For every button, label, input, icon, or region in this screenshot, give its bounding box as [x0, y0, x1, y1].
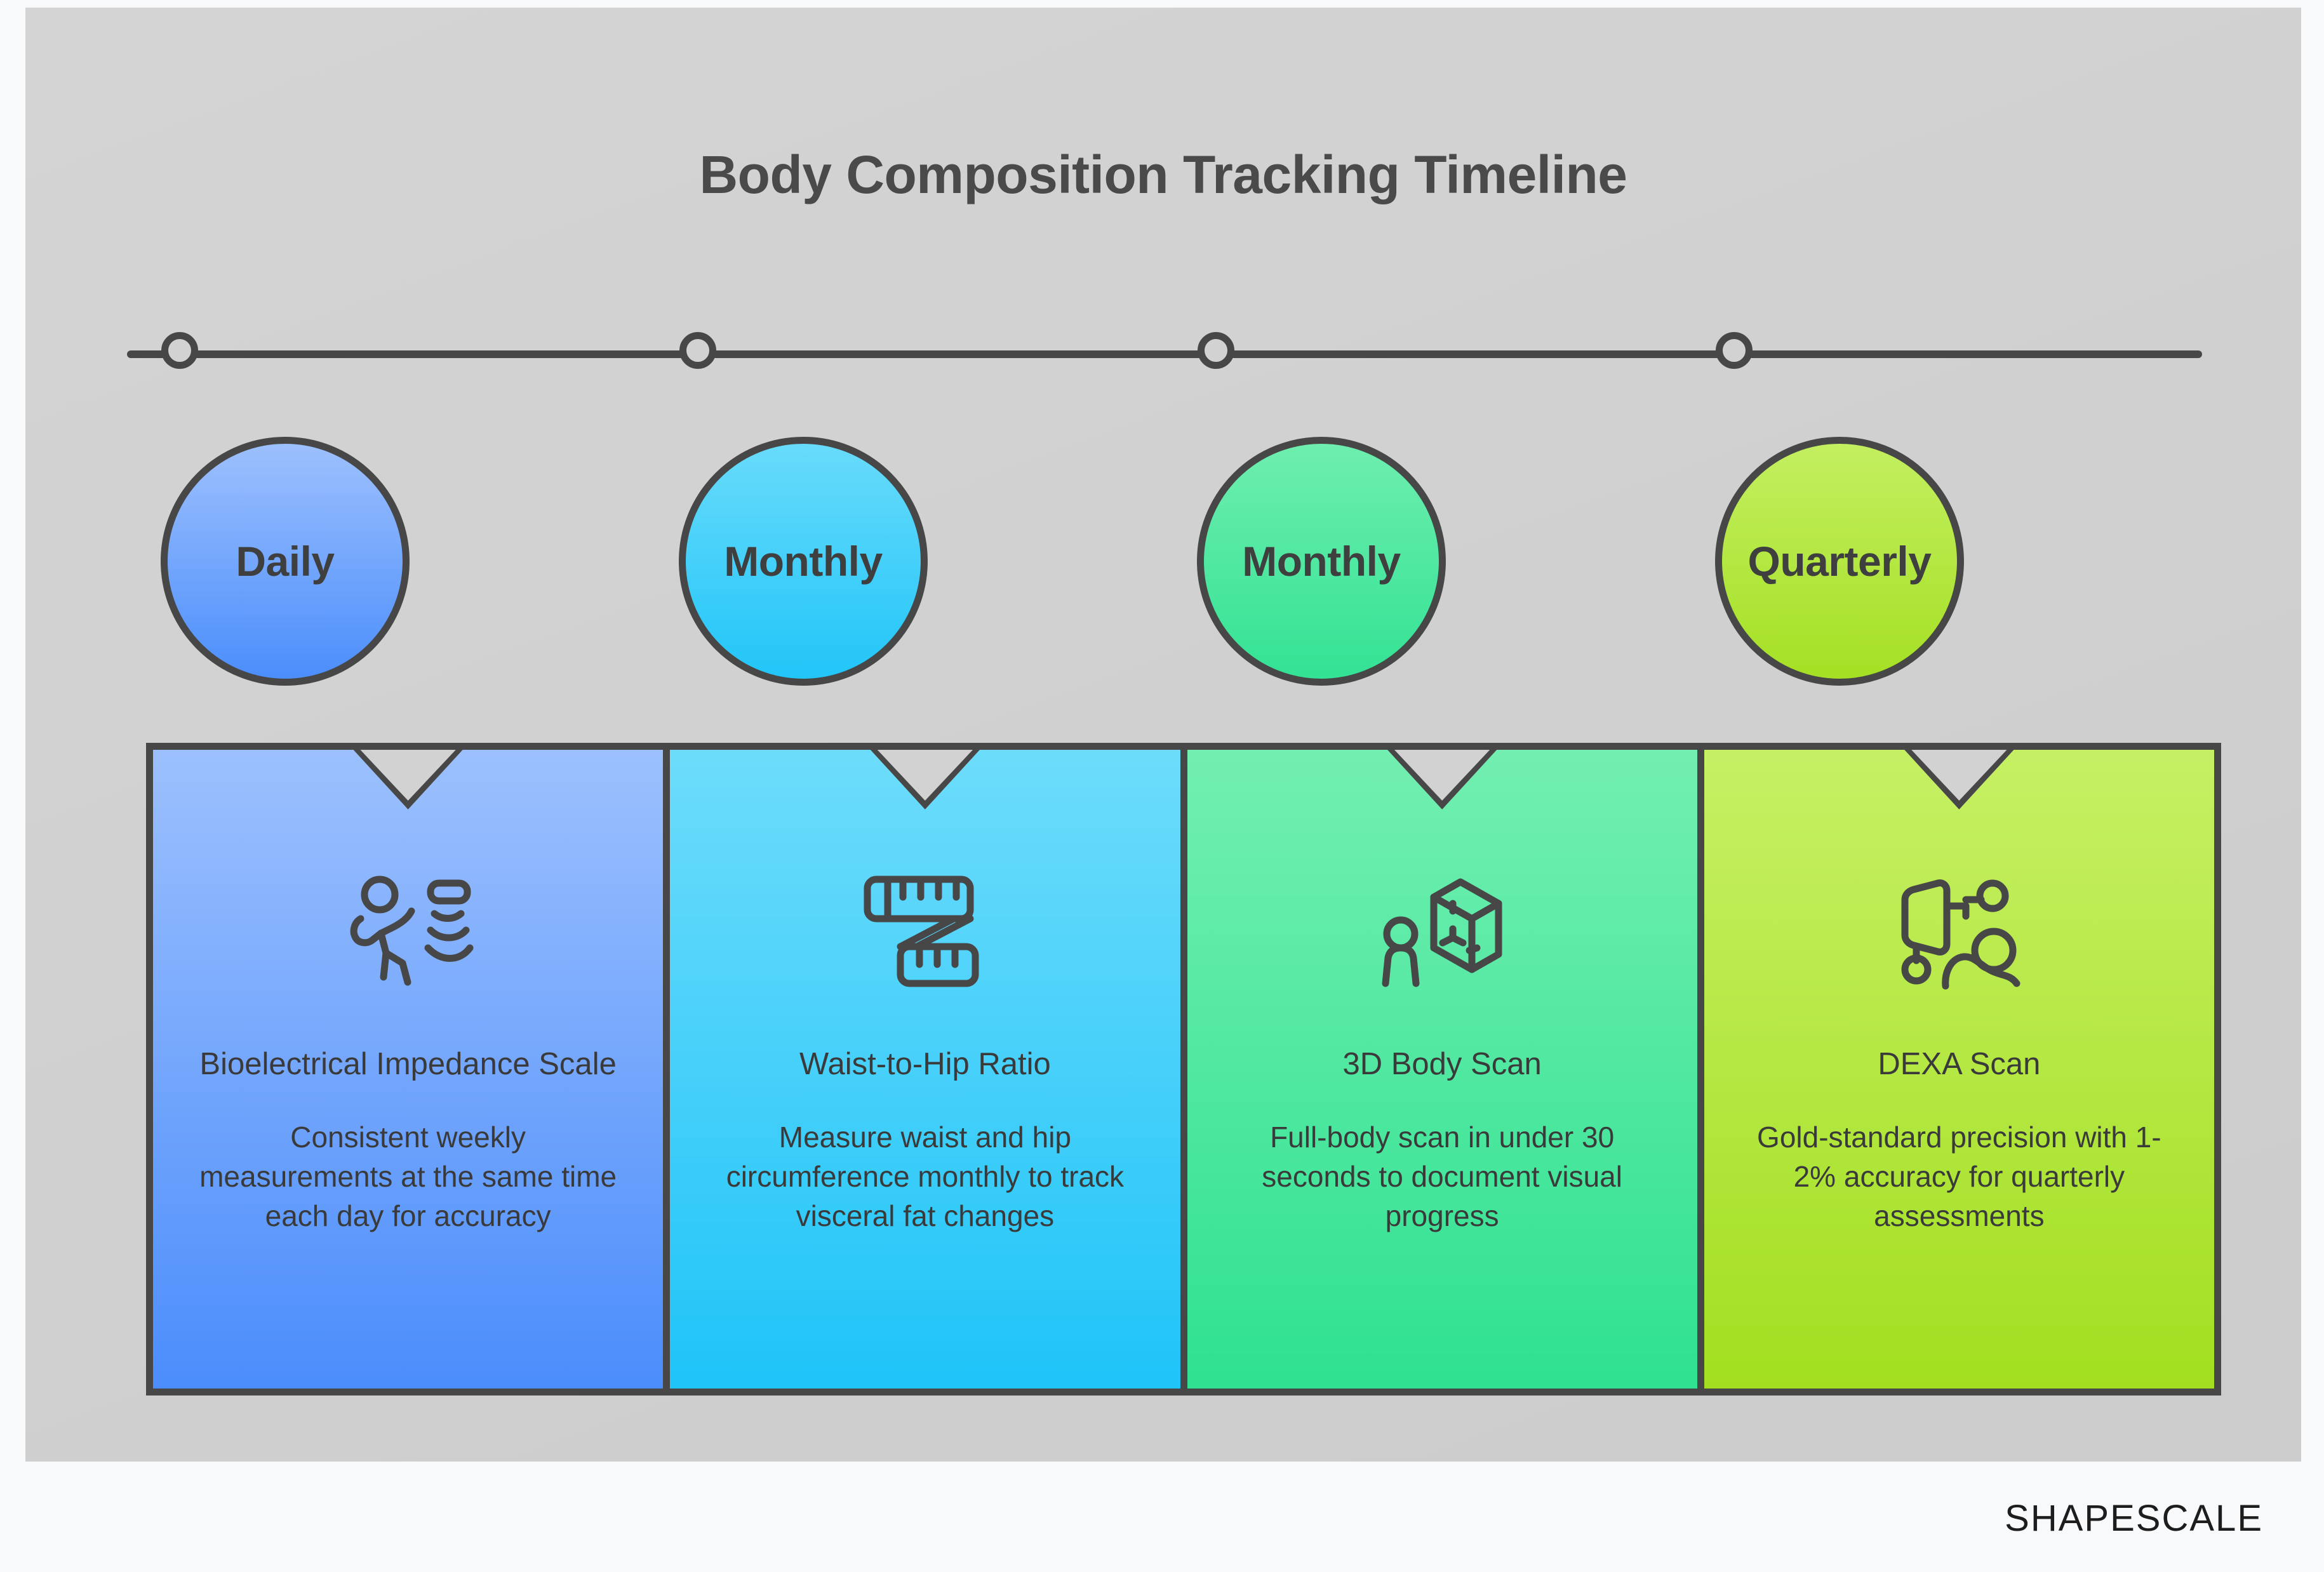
card-title: Bioelectrical Impedance Scale	[199, 1047, 617, 1081]
timeline-axis	[127, 332, 2202, 369]
card-notch	[1386, 750, 1499, 809]
stage-card-3d-body-scan[interactable]: 3D Body Scan Full-body scan in under 30 …	[1187, 750, 1697, 1389]
timeline-marker-4	[1716, 332, 1753, 369]
frequency-label: Daily	[236, 538, 335, 585]
card-description: Gold-standard precision with 1-2% accura…	[1757, 1120, 2161, 1232]
walking-person-scale-icon	[342, 869, 475, 990]
stage-card-waist-to-hip-ratio[interactable]: Waist-to-Hip Ratio Measure waist and hip…	[670, 750, 1180, 1389]
timeline-marker-3	[1198, 332, 1234, 369]
card-description: Consistent weekly measurements at the sa…	[199, 1120, 617, 1232]
brand-wordmark: SHAPESCALE	[2005, 1497, 2263, 1539]
frequency-circle-monthly-scan[interactable]: Monthly	[1197, 437, 1446, 686]
dexa-scanner-icon	[1892, 869, 2026, 990]
frequency-label: Monthly	[1242, 538, 1401, 585]
infographic-canvas: Body Composition Tracking Timeline Daily…	[25, 8, 2301, 1462]
stage-cards: Bioelectrical Impedance Scale Consistent…	[146, 743, 2221, 1395]
stage-card-dexa-scan[interactable]: DEXA Scan Gold-standard precision with 1…	[1704, 750, 2214, 1389]
frequency-label: Quarterly	[1747, 538, 1932, 585]
card-title: 3D Body Scan	[1342, 1047, 1542, 1081]
footer: SHAPESCALE	[0, 1464, 2324, 1572]
frequency-circle-daily[interactable]: Daily	[161, 437, 410, 686]
card-notch	[352, 750, 464, 809]
frequency-circle-quarterly[interactable]: Quarterly	[1715, 437, 1964, 686]
measuring-tape-icon	[858, 869, 992, 990]
card-notch	[869, 750, 981, 809]
frequency-circle-monthly-waist[interactable]: Monthly	[679, 437, 928, 686]
stage-card-bioelectrical-impedance[interactable]: Bioelectrical Impedance Scale Consistent…	[153, 750, 664, 1389]
card-title: Waist-to-Hip Ratio	[799, 1047, 1051, 1081]
card-description: Measure waist and hip circumference mont…	[726, 1120, 1125, 1232]
page-title: Body Composition Tracking Timeline	[699, 145, 1628, 204]
card-notch	[1903, 750, 2015, 809]
person-3d-box-scan-icon	[1375, 869, 1509, 990]
card-title: DEXA Scan	[1878, 1047, 2041, 1081]
frequency-label: Monthly	[724, 538, 883, 585]
timeline-marker-2	[679, 332, 716, 369]
timeline-marker-1	[161, 332, 198, 369]
card-description: Full-body scan in under 30 seconds to do…	[1262, 1120, 1622, 1232]
